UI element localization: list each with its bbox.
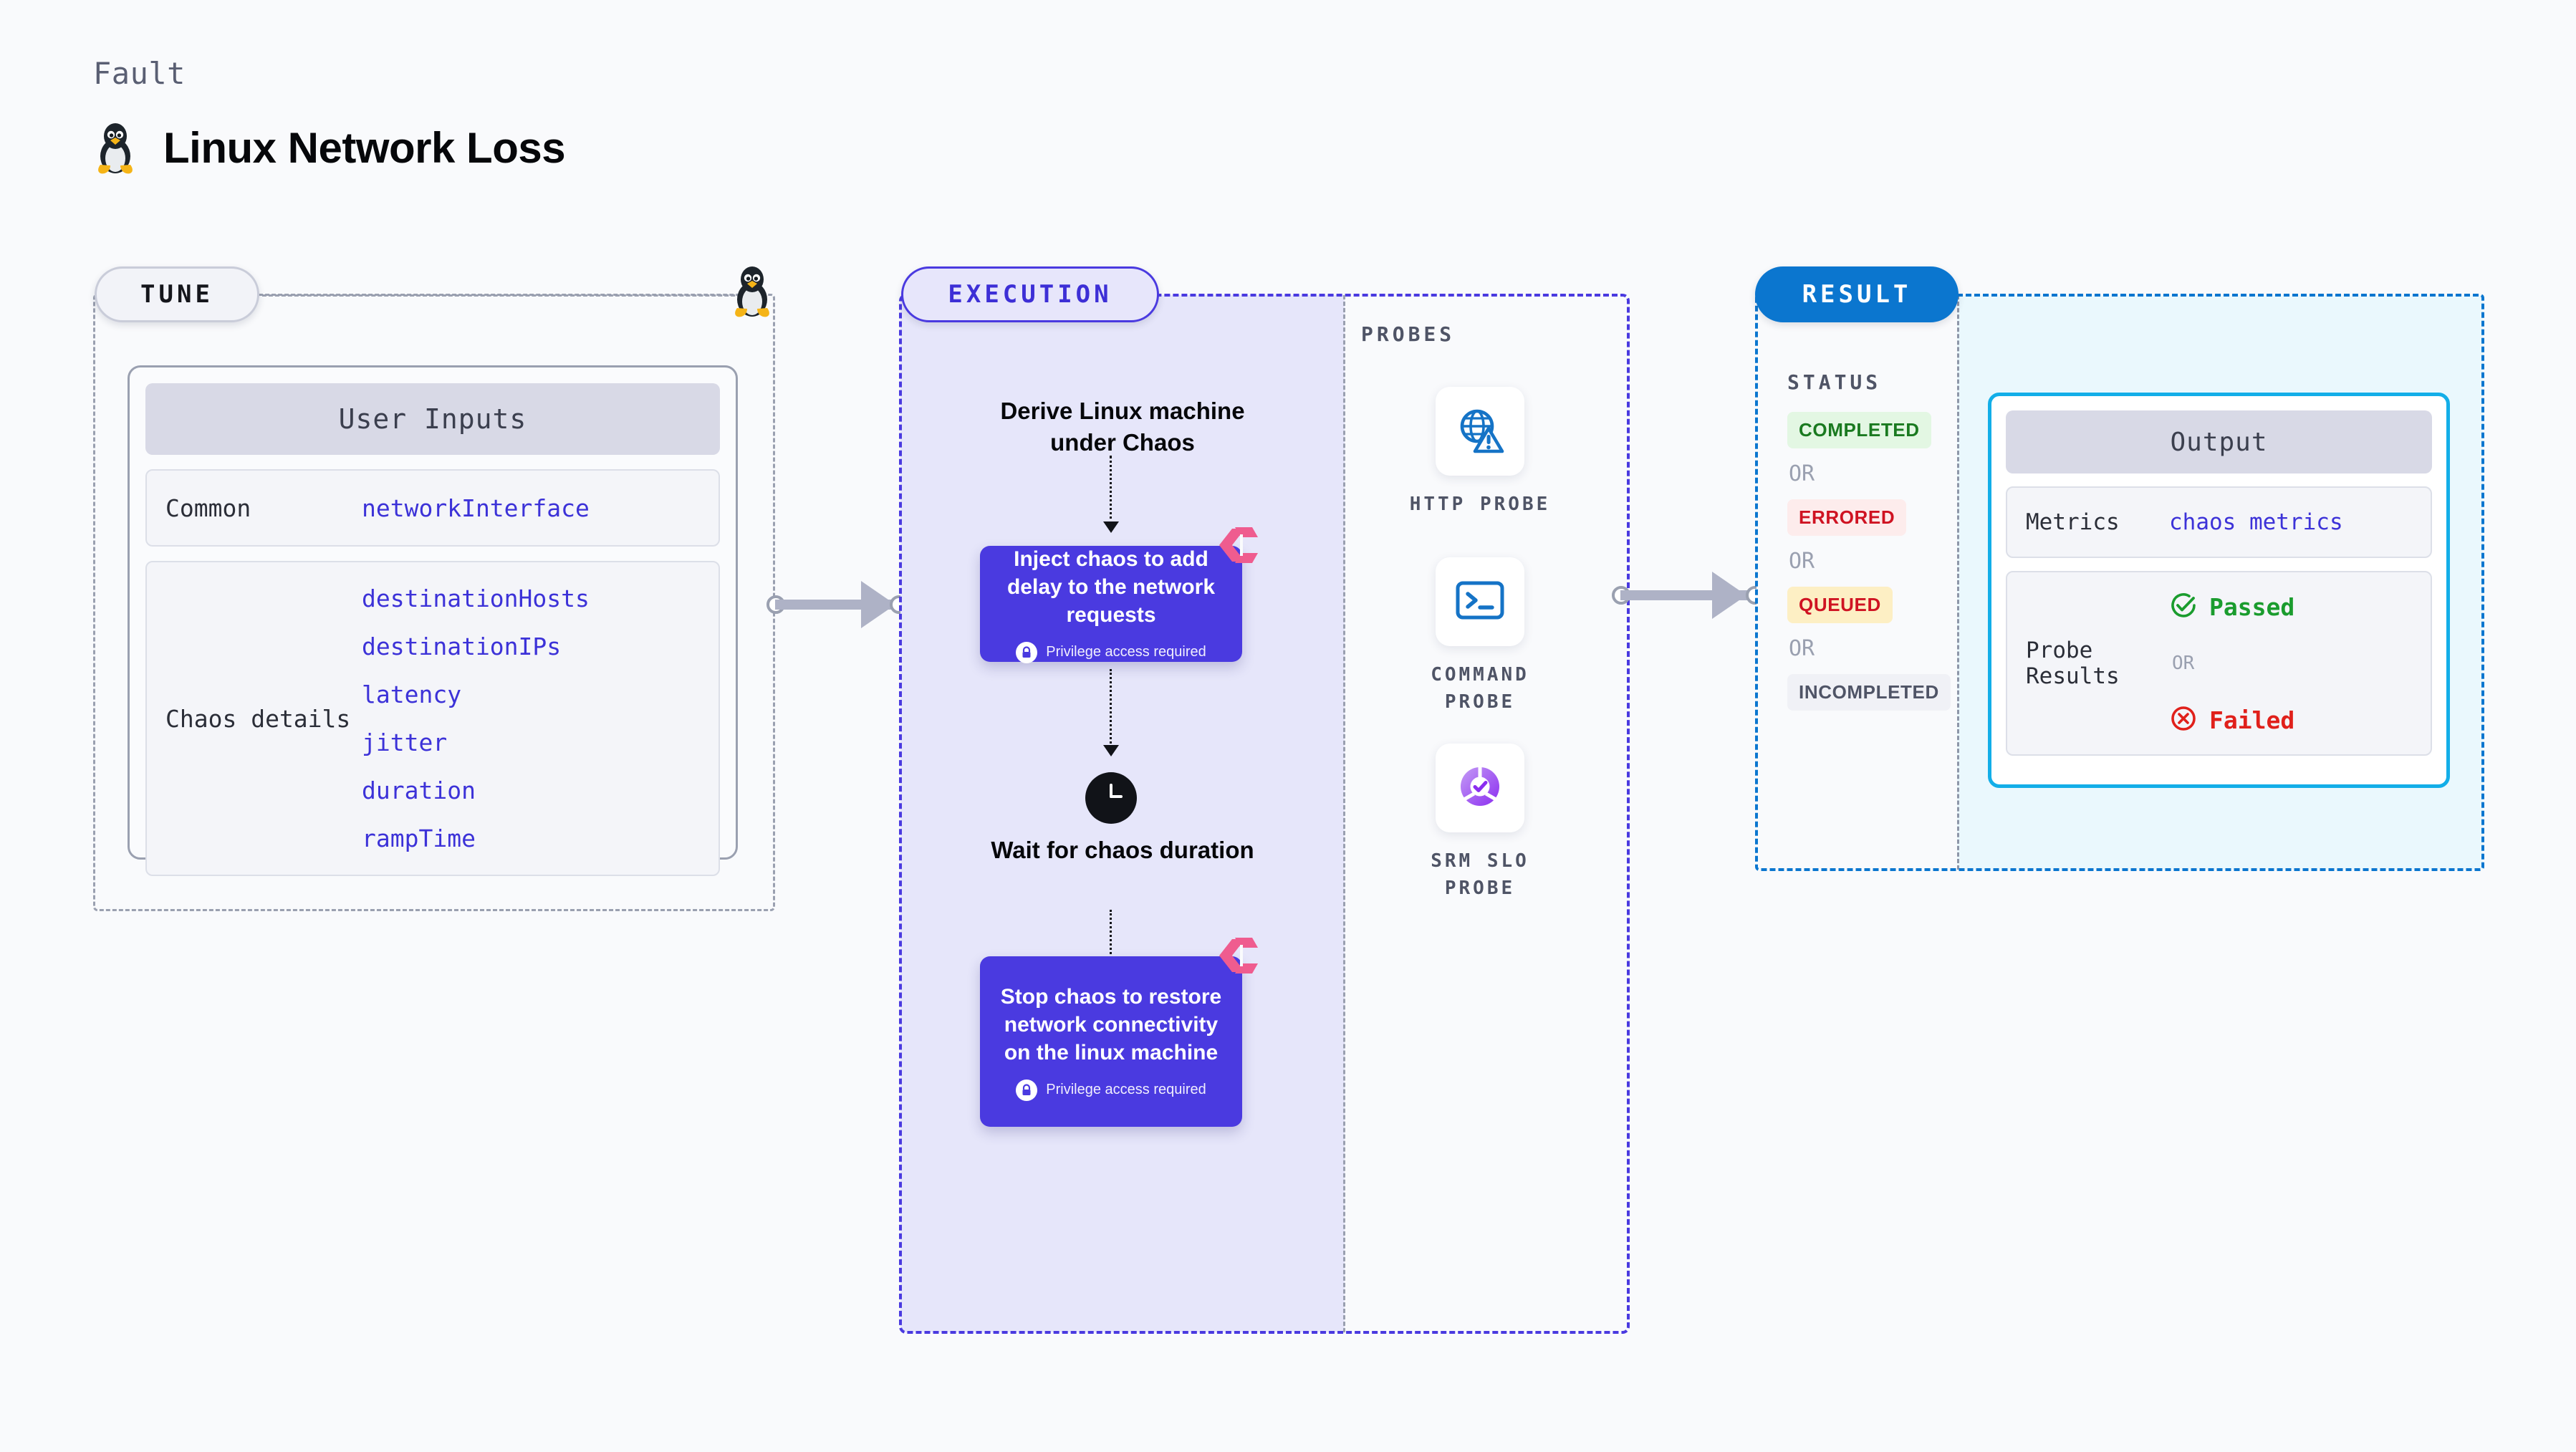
execution-badge[interactable]: EXECUTION [901, 266, 1159, 322]
probe-srm-slo-label: SRM SLO PROBE [1431, 850, 1529, 899]
probe-failed-label: Failed [2209, 706, 2295, 734]
user-inputs-title: User Inputs [145, 383, 720, 455]
tune-param-ramptime[interactable]: rampTime [362, 824, 476, 852]
probe-result-failed: Failed [2169, 704, 2294, 736]
harness-logo-icon [1216, 935, 1261, 980]
probe-result-or: OR [2172, 653, 2195, 674]
flow-arrow-1 [1110, 456, 1112, 524]
globe-warning-icon [1453, 403, 1506, 460]
tune-param-networkinterface[interactable]: networkInterface [362, 494, 590, 522]
status-badge-errored: ERRORED [1787, 499, 1907, 536]
linux-penguin-icon-marker [729, 264, 775, 322]
probe-srm-slo[interactable]: SRM SLO PROBE [1394, 744, 1566, 902]
status-list: COMPLETED OR ERRORED OR QUEUED OR INCOMP… [1787, 412, 1966, 711]
lock-icon [1016, 641, 1038, 663]
probe-command-tile [1436, 557, 1524, 646]
clock-icon [1085, 772, 1137, 824]
probe-command[interactable]: COMMAND PROBE [1394, 557, 1566, 716]
tune-param-destinationips[interactable]: destinationIPs [362, 633, 562, 660]
probe-command-label: COMMAND PROBE [1431, 664, 1529, 713]
srm-slo-icon [1453, 760, 1506, 817]
inject-chaos-privilege-text: Privilege access required [1046, 644, 1206, 660]
flow-arrow-2 [1110, 669, 1112, 748]
page-title-row: Linux Network Loss [93, 120, 566, 175]
inject-chaos-privilege-note: Privilege access required [1016, 641, 1206, 663]
flow-arrow-3 [1110, 910, 1112, 976]
flow-arrow-2-head [1103, 745, 1119, 756]
output-card: Output Metrics chaos metrics Probe Resul… [1988, 393, 2450, 788]
probe-result-passed: Passed [2169, 591, 2294, 622]
tune-param-destinationhosts[interactable]: destinationHosts [362, 585, 590, 612]
tune-row-common: Common networkInterface [145, 469, 720, 547]
status-or-1: OR [1789, 461, 1815, 486]
status-or-2: OR [1789, 549, 1815, 574]
probes-label: PROBES [1361, 322, 1456, 346]
tune-badge[interactable]: TUNE [95, 266, 259, 322]
tune-row-chaos-details: Chaos details destinationHosts destinati… [145, 561, 720, 876]
tune-param-latency[interactable]: latency [362, 681, 462, 708]
result-status-fill [1756, 295, 1957, 870]
tune-top-dashed-line [262, 294, 761, 297]
probe-http-tile [1436, 387, 1524, 476]
terminal-icon [1454, 578, 1506, 626]
status-badge-queued: QUEUED [1787, 587, 1893, 623]
probe-passed-label: Passed [2209, 592, 2295, 621]
tune-row-chaos-key: Chaos details [165, 704, 351, 733]
check-circle-icon [2169, 591, 2198, 622]
output-probe-key: Probe Results [2026, 638, 2120, 689]
page-kicker: Fault [93, 56, 186, 91]
result-panel [1755, 294, 2484, 871]
execution-step-wait: Wait for chaos duration [991, 837, 1254, 863]
user-inputs-card: User Inputs Common networkInterface Chao… [128, 365, 738, 876]
harness-logo-icon [1216, 524, 1261, 569]
probes-divider [1343, 295, 1345, 1332]
linux-penguin-icon [93, 120, 138, 175]
tune-param-duration[interactable]: duration [362, 777, 476, 804]
status-label: STATUS [1787, 370, 1882, 394]
execution-probes-panel [899, 294, 1630, 1334]
stop-chaos-privilege-note: Privilege access required [1016, 1079, 1206, 1101]
probe-http[interactable]: HTTP PROBE [1394, 387, 1566, 519]
status-badge-completed: COMPLETED [1787, 412, 1931, 448]
output-row-probe-results: Probe Results Passed OR [2006, 571, 2432, 756]
tune-row-common-key: Common [165, 494, 251, 522]
execution-step-inject-chaos[interactable]: Inject chaos to add delay to the network… [980, 527, 1258, 663]
lock-icon [1016, 1079, 1038, 1101]
page-title: Linux Network Loss [163, 123, 566, 172]
execution-step-stop-chaos[interactable]: Stop chaos to restore network connectivi… [980, 938, 1258, 1127]
execution-step-derive: Derive Linux machine under Chaos [1000, 398, 1245, 456]
result-zone-divider [1957, 295, 1959, 870]
output-title: Output [2006, 410, 2432, 473]
stop-chaos-privilege-text: Privilege access required [1046, 1082, 1206, 1097]
inject-chaos-title: Inject chaos to add delay to the network… [1006, 547, 1216, 627]
x-circle-icon [2169, 704, 2198, 736]
status-or-3: OR [1789, 636, 1815, 661]
status-badge-incompleted: INCOMPLETED [1787, 674, 1951, 711]
result-badge[interactable]: RESULT [1755, 266, 1959, 322]
probe-http-label: HTTP PROBE [1409, 494, 1551, 515]
flow-arrow-1-head [1103, 521, 1119, 533]
output-metrics-value[interactable]: chaos metrics [2169, 509, 2343, 535]
probe-srm-slo-tile [1436, 744, 1524, 832]
stop-chaos-title: Stop chaos to restore network connectivi… [1000, 984, 1222, 1064]
output-row-metrics: Metrics chaos metrics [2006, 486, 2432, 558]
output-metrics-key: Metrics [2026, 509, 2120, 535]
tune-param-jitter[interactable]: jitter [362, 729, 448, 756]
